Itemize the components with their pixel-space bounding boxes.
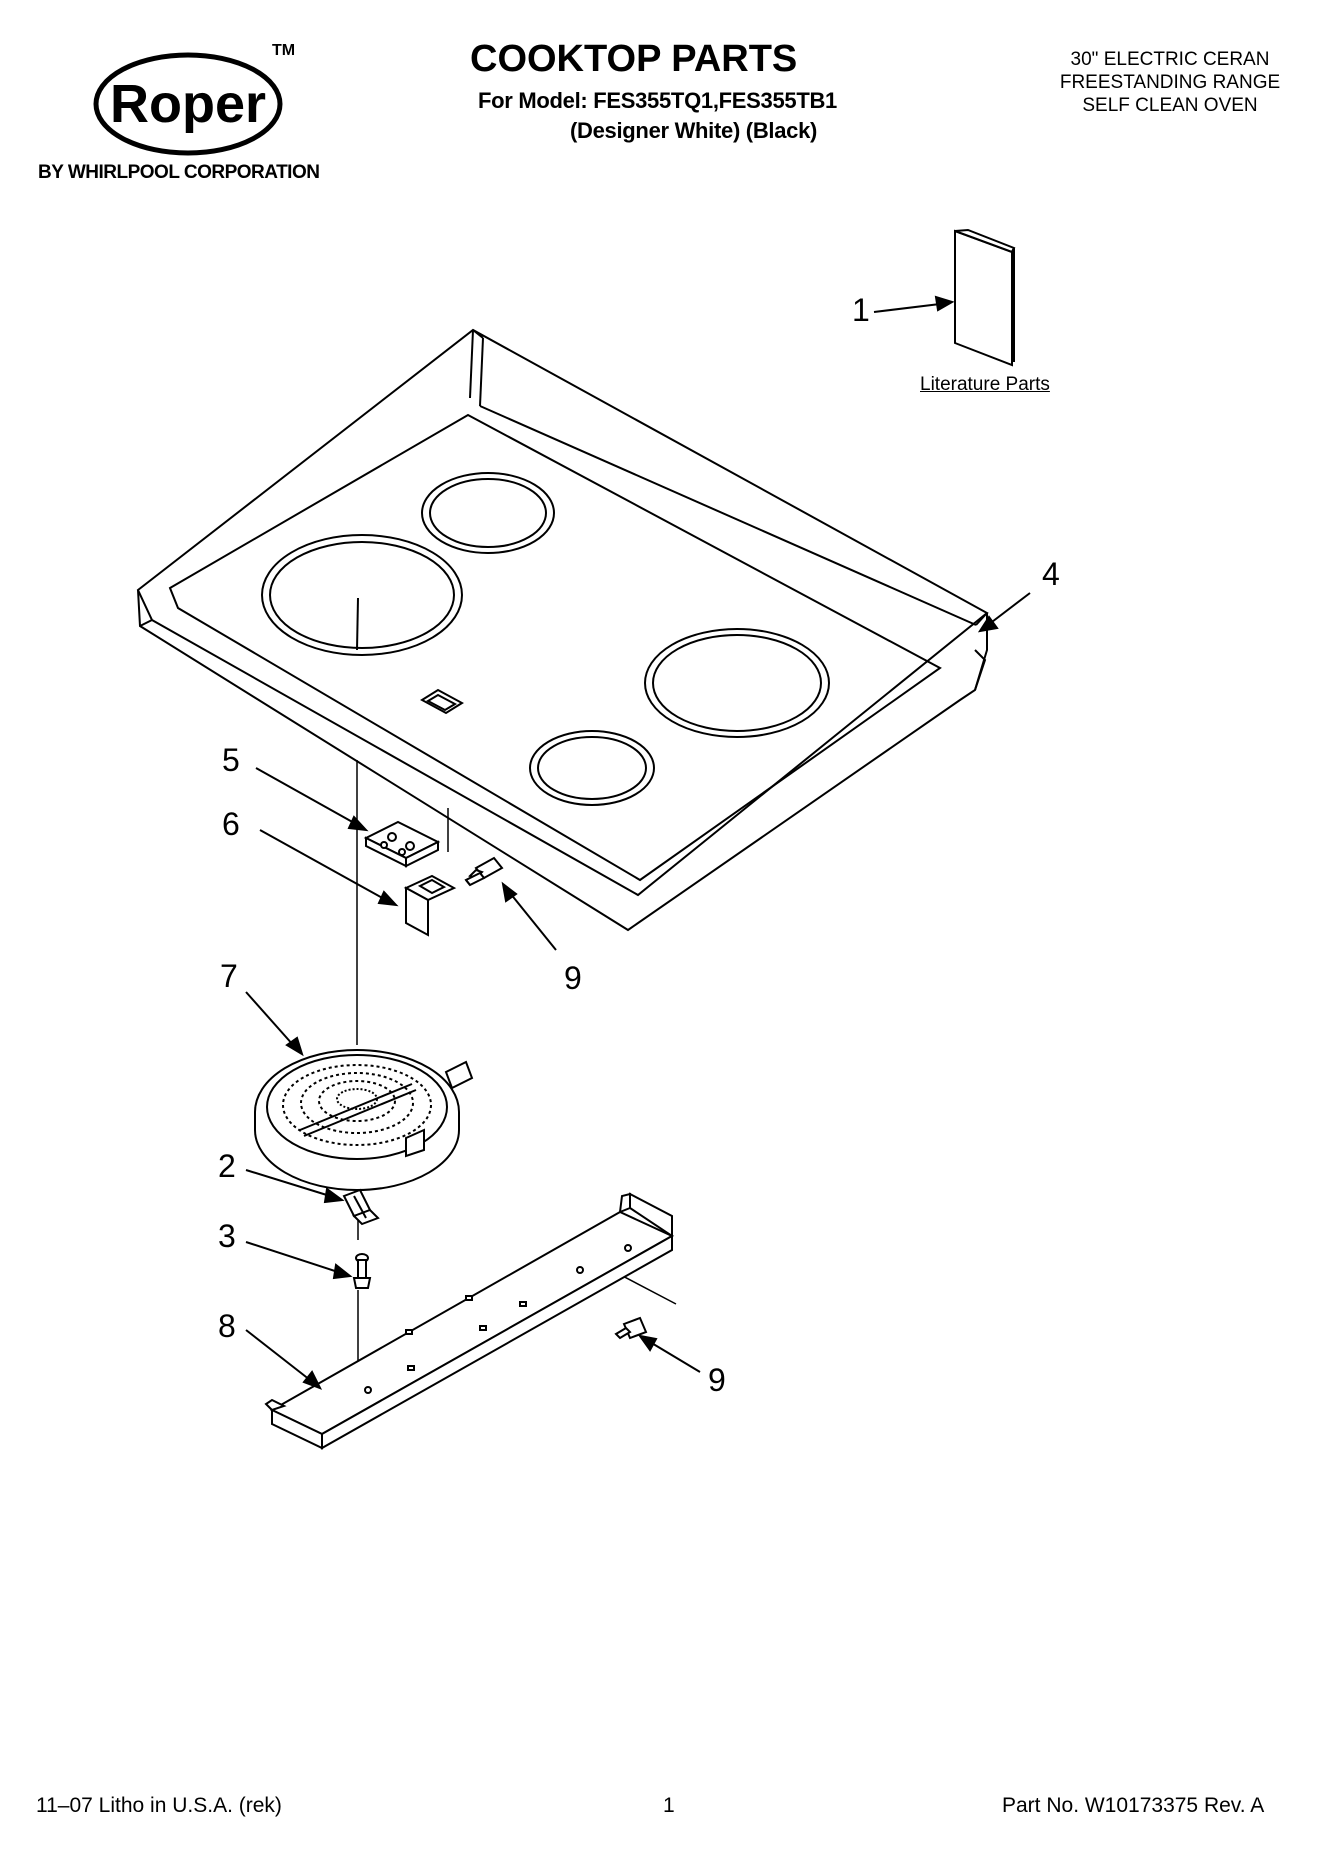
part-9-screw-lower bbox=[614, 1316, 648, 1340]
literature-parts-label: Literature Parts bbox=[920, 374, 1050, 395]
arrow-5 bbox=[255, 767, 369, 832]
logo-text: Roper bbox=[110, 74, 266, 134]
callout-6: 6 bbox=[222, 806, 240, 842]
footer-page-number: 1 bbox=[663, 1794, 675, 1817]
cooktop-glass bbox=[136, 328, 989, 932]
variants-line: (Designer White) (Black) bbox=[570, 118, 818, 143]
arrow-1 bbox=[873, 295, 955, 313]
arrow-6 bbox=[259, 829, 399, 907]
arrow-8 bbox=[245, 1329, 323, 1390]
model-line: For Model: FES355TQ1,FES355TB1 bbox=[478, 88, 837, 113]
footer-part-number: Part No. W10173375 Rev. A bbox=[1002, 1794, 1265, 1817]
part-8-support-bar bbox=[264, 1192, 675, 1450]
arrow-9-lower bbox=[637, 1334, 701, 1373]
part-7-radiant-element bbox=[254, 1049, 474, 1191]
callout-9-upper: 9 bbox=[564, 960, 582, 996]
trademark: TM bbox=[272, 42, 296, 59]
callout-2: 2 bbox=[218, 1148, 236, 1184]
arrow-2 bbox=[245, 1169, 345, 1204]
arrow-3 bbox=[245, 1241, 353, 1280]
part-2-clip bbox=[342, 1188, 380, 1226]
description-line-1: 30" ELECTRIC CERAN bbox=[1070, 49, 1270, 70]
footer-litho: 11–07 Litho in U.S.A. (rek) bbox=[36, 1794, 282, 1817]
part-6-bracket bbox=[403, 874, 457, 937]
arrow-7 bbox=[245, 991, 304, 1057]
callout-1: 1 bbox=[852, 292, 870, 328]
callout-5: 5 bbox=[222, 742, 240, 778]
callout-3: 3 bbox=[218, 1218, 236, 1254]
roper-logo: Roper bbox=[93, 52, 283, 156]
part-3-screw bbox=[352, 1253, 372, 1289]
description-line-2: FREESTANDING RANGE bbox=[1059, 72, 1281, 93]
callout-9-lower: 9 bbox=[708, 1362, 726, 1398]
product-description: 30" ELECTRIC CERAN FREESTANDING RANGE SE… bbox=[1020, 48, 1320, 117]
callout-4: 4 bbox=[1042, 556, 1060, 592]
part-9-screw-upper bbox=[464, 856, 504, 887]
callout-7: 7 bbox=[220, 958, 238, 994]
literature-booklet bbox=[954, 228, 1016, 367]
callout-8: 8 bbox=[218, 1308, 236, 1344]
description-line-3: SELF CLEAN OVEN bbox=[1082, 95, 1258, 116]
arrow-4 bbox=[977, 592, 1031, 633]
part-5-switch bbox=[363, 820, 441, 868]
brand-subtitle: BY WHIRLPOOL CORPORATION bbox=[38, 162, 320, 183]
page-title: COOKTOP PARTS bbox=[470, 38, 798, 80]
arrow-9-upper bbox=[501, 881, 557, 951]
